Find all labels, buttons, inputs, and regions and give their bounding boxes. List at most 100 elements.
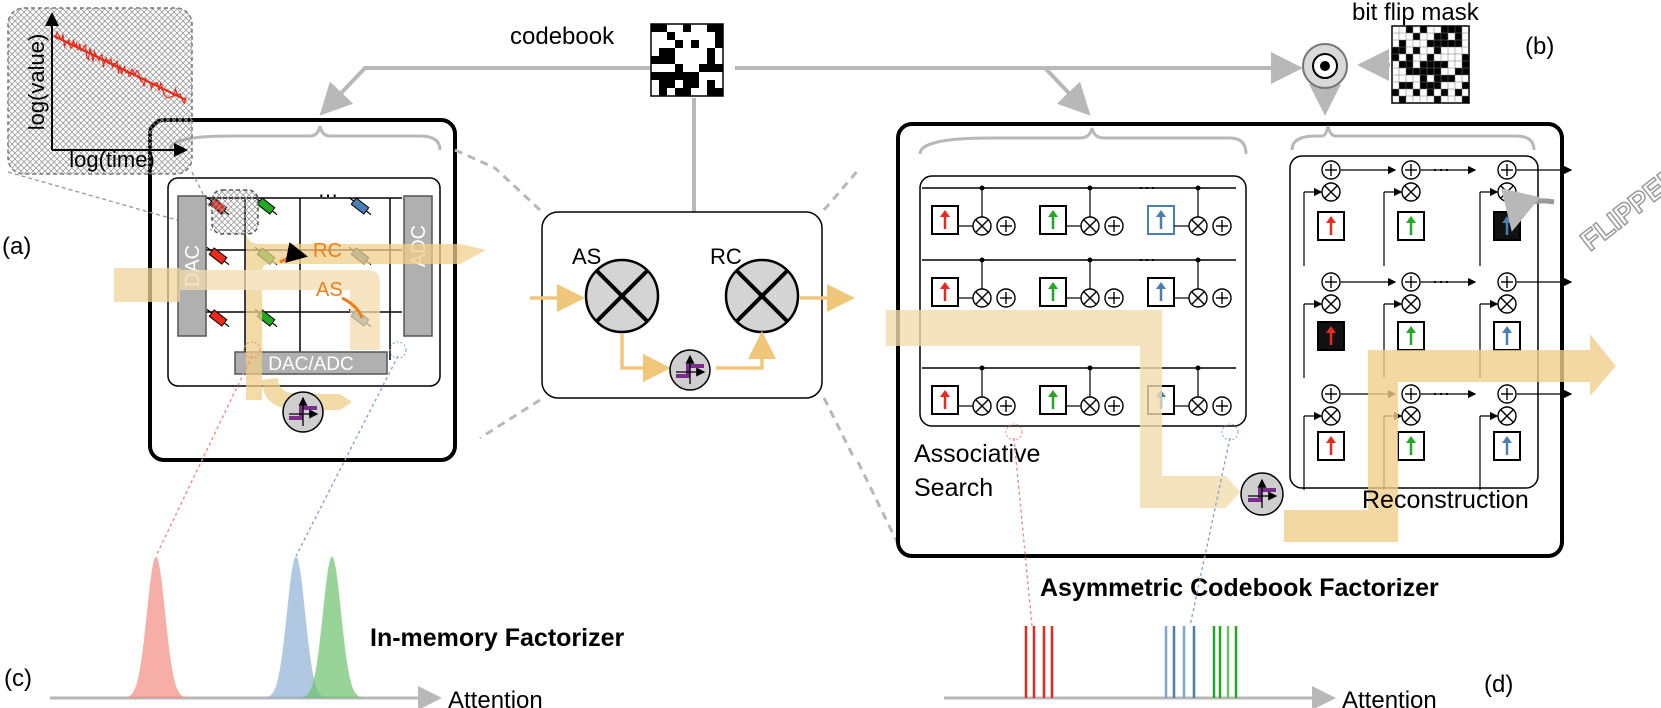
codebook-label: codebook — [510, 23, 615, 50]
quantizer-icon-right — [1240, 472, 1284, 516]
zoom-region — [211, 189, 259, 235]
matrix-cell — [1427, 54, 1434, 61]
matrix-cell — [1427, 61, 1434, 68]
matrix-cell — [1413, 68, 1420, 75]
matrix-cell — [659, 48, 667, 56]
panel-b-label: (b) — [1525, 33, 1554, 60]
attention-label-left: Attention — [448, 687, 543, 708]
bit-flip-mask-matrix — [1391, 25, 1470, 104]
matrix-cell — [1399, 47, 1406, 54]
matrix-cell — [715, 64, 723, 72]
codebook-matrix — [650, 23, 724, 97]
asymmetric-factorizer-title: Asymmetric Codebook Factorizer — [1040, 574, 1439, 602]
attention-peaks — [96, 556, 392, 698]
matrix-cell — [1448, 75, 1455, 82]
matrix-cell — [1434, 61, 1441, 68]
matrix-cell — [1434, 68, 1441, 75]
matrix-cell — [1462, 61, 1469, 68]
left-brace — [168, 125, 442, 151]
matrix-cell — [1455, 40, 1462, 47]
pointer-lines — [155, 355, 1231, 627]
dac-adc-bar — [234, 351, 388, 375]
matrix-cell — [659, 72, 667, 80]
dac-bar — [177, 195, 207, 337]
rc-center-label: RC — [710, 244, 742, 269]
matrix-cell — [691, 80, 699, 88]
ellipsis: ⋯ — [1432, 384, 1450, 404]
dac-adc-label: DAC/ADC — [268, 354, 354, 375]
as-brace — [918, 127, 1248, 155]
y-axis-label: log(value) — [24, 34, 49, 131]
matrix-cell — [707, 88, 715, 96]
panel-c-label: (c) — [4, 665, 32, 692]
ellipsis: ⋯ — [1432, 272, 1450, 292]
matrix-cell — [659, 88, 667, 96]
matrix-cell — [667, 48, 675, 56]
matrix-cell — [1462, 82, 1469, 89]
matrix-cell — [1406, 68, 1413, 75]
multiply-node-as — [584, 258, 660, 334]
panel-a-label: (a) — [2, 233, 31, 260]
attention-peak — [272, 556, 392, 698]
memory-cell — [1493, 431, 1521, 461]
in-memory-factorizer-title: In-memory Factorizer — [370, 624, 625, 652]
as-center-label: AS — [572, 244, 601, 269]
quantizer-icon-center — [669, 349, 711, 391]
matrix-cell — [1413, 89, 1420, 96]
inset-loglog-plot: log(value) log(time) — [7, 7, 193, 175]
multiply-node-rc — [724, 258, 800, 334]
matrix-cell — [1413, 47, 1420, 54]
matrix-cell — [1406, 26, 1413, 33]
matrix-cell — [675, 88, 683, 96]
matrix-cell — [1399, 61, 1406, 68]
ellipsis: ⋯ — [1138, 178, 1156, 198]
matrix-cell — [707, 80, 715, 88]
matrix-cell — [1434, 75, 1441, 82]
matrix-cell — [1420, 61, 1427, 68]
search-label: Search — [914, 474, 993, 502]
matrix-cell — [675, 40, 683, 48]
matrix-cell — [1420, 26, 1427, 33]
matrix-cell — [691, 72, 699, 80]
matrix-cell — [1427, 89, 1434, 96]
matrix-cell — [1392, 54, 1399, 61]
matrix-cell — [1441, 33, 1448, 40]
matrix-cell — [1441, 75, 1448, 82]
matrix-cell — [1434, 96, 1441, 103]
matrix-cell — [1448, 26, 1455, 33]
matrix-cell — [1455, 33, 1462, 40]
matrix-cell — [667, 72, 675, 80]
matrix-cell — [675, 64, 683, 72]
matrix-cell — [715, 32, 723, 40]
matrix-cell — [707, 48, 715, 56]
flipped-arrow — [1501, 188, 1555, 232]
matrix-cell — [1406, 54, 1413, 61]
zoom-dashed-arrows — [454, 148, 902, 549]
matrix-cell — [659, 24, 667, 32]
memristor-device — [348, 196, 372, 216]
matrix-cell — [1441, 40, 1448, 47]
attention-bars — [1024, 626, 1238, 698]
matrix-cell — [1420, 68, 1427, 75]
matrix-cell — [667, 32, 675, 40]
matrix-cell — [1399, 40, 1406, 47]
binding-operator-icon — [1302, 43, 1348, 89]
reconstruction-label: Reconstruction — [1362, 486, 1529, 514]
matrix-cell — [1455, 89, 1462, 96]
matrix-cell — [1441, 61, 1448, 68]
matrix-cell — [651, 72, 659, 80]
quantizer-icon-left — [282, 391, 324, 433]
memristor-device — [206, 246, 230, 266]
matrix-cell — [675, 72, 683, 80]
attention-peak — [96, 556, 216, 698]
matrix-cell — [1406, 82, 1413, 89]
matrix-cell — [1434, 82, 1441, 89]
associative-label: Associative — [914, 440, 1040, 468]
matrix-cell — [1420, 75, 1427, 82]
matrix-cell — [683, 88, 691, 96]
matrix-cell — [1434, 40, 1441, 47]
matrix-cell — [1399, 82, 1406, 89]
memristor-device — [254, 196, 278, 216]
matrix-cell — [707, 24, 715, 32]
